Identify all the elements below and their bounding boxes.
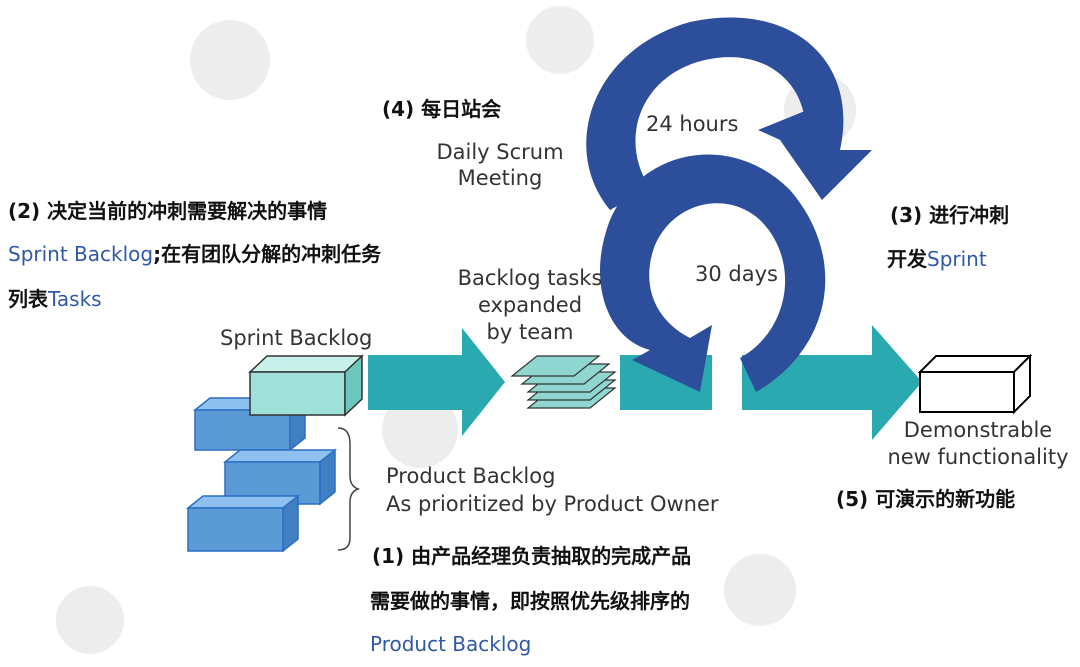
backlog-tasks-stack <box>510 355 617 409</box>
demonstrable-label: Demonstrable <box>903 418 1053 442</box>
new-functionality-label: new functionality <box>887 445 1069 469</box>
product-backlog-label: Product Backlog <box>386 464 556 488</box>
hours-label: 24 hours <box>646 112 739 136</box>
teal-arrow-2 <box>742 325 922 440</box>
step1-line2: 需要做的事情，即按照优先级排序的 <box>370 589 690 613</box>
step4-title: (4) 每日站会 <box>382 97 502 121</box>
product-backlog-accent: Product Backlog <box>370 632 532 656</box>
step2-line2-rest: ;在有团队分解的冲刺任务 <box>153 242 382 266</box>
product-owner-label: As prioritized by Product Owner <box>386 492 719 516</box>
tasks-accent: Tasks <box>48 287 102 311</box>
step3-line2: 开发Sprint <box>887 248 987 271</box>
step3-title: (3) 进行冲刺 <box>890 203 1010 227</box>
sprint-backlog-accent: Sprint Backlog <box>8 242 154 266</box>
teal-arrow-1 <box>368 328 505 436</box>
sprint-cycle-arrow <box>586 17 872 392</box>
step2-line2: Sprint Backlog;在有团队分解的冲刺任务 <box>8 243 381 266</box>
sprint-backlog-label: Sprint Backlog <box>220 326 373 350</box>
backlog-tasks-line2: expanded <box>477 293 583 317</box>
backlog-tasks-line3: by team <box>486 320 574 344</box>
backlog-bracket <box>337 427 361 551</box>
step2-line3: 列表Tasks <box>8 288 102 311</box>
step3-line2-prefix: 开发 <box>887 247 927 271</box>
backlog-tasks-line1: Backlog tasks <box>457 266 603 290</box>
product-backlog-stack <box>185 396 338 553</box>
step5-title: (5) 可演示的新功能 <box>836 487 1016 511</box>
meeting-label: Meeting <box>457 166 543 190</box>
sprint-accent: Sprint <box>927 247 987 271</box>
step2-line3-prefix: 列表 <box>8 287 48 311</box>
demonstrable-box <box>917 353 1033 415</box>
sprint-backlog-box <box>248 354 364 417</box>
days-label: 30 days <box>695 262 778 286</box>
daily-scrum-label: Daily Scrum <box>436 140 564 164</box>
step1-line1: (1) 由产品经理负责抽取的完成产品 <box>372 544 692 568</box>
step2-title: (2) 决定当前的冲刺需要解决的事情 <box>8 199 328 223</box>
